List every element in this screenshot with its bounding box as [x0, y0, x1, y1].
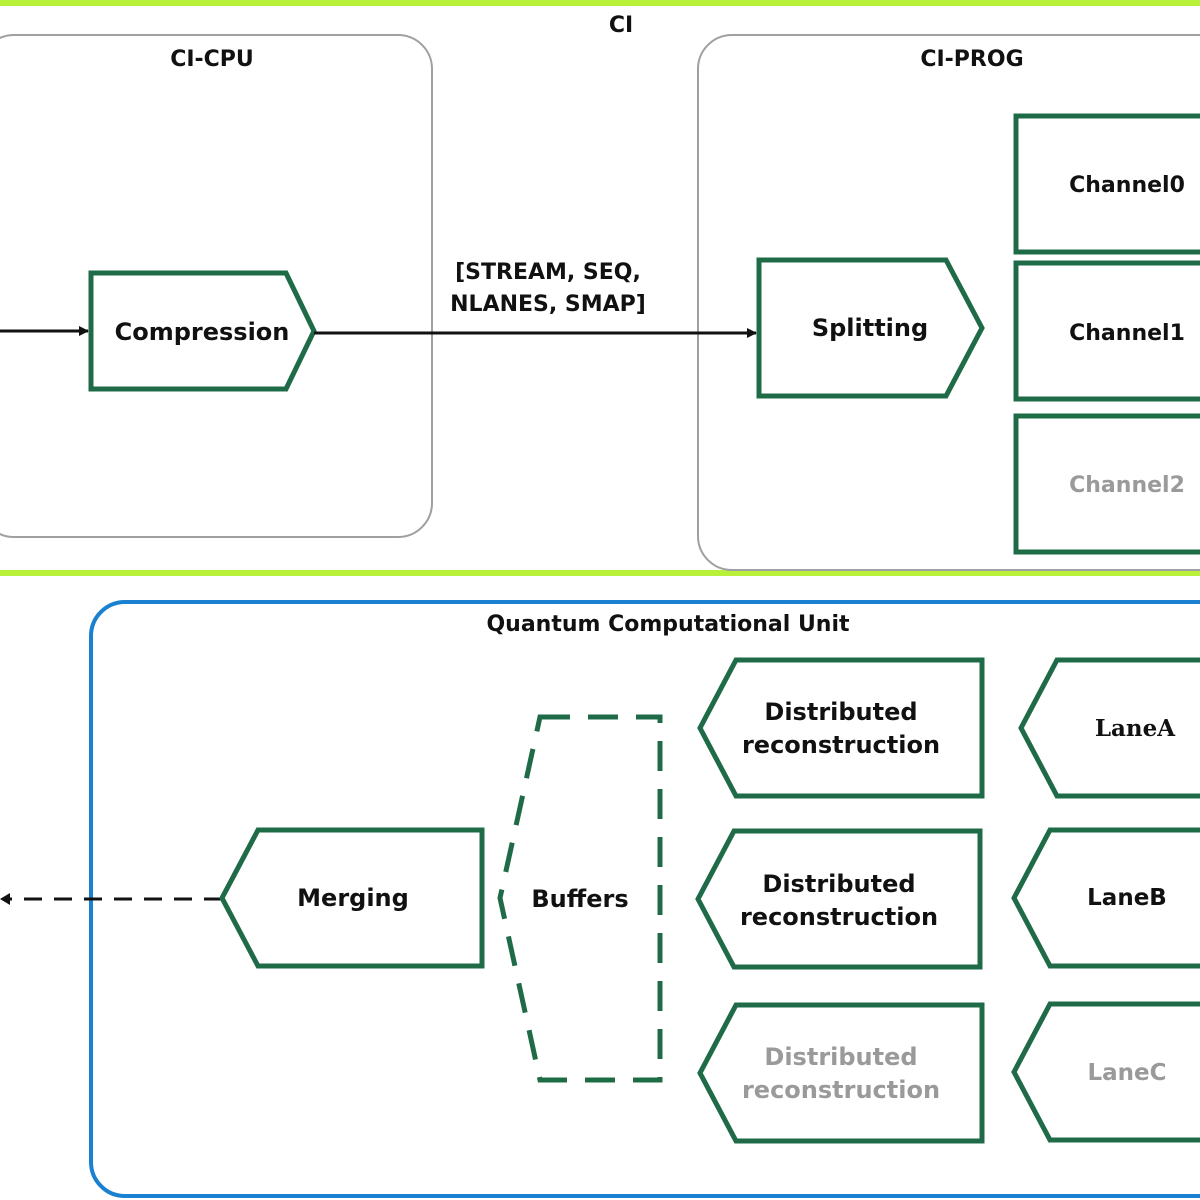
channel-1-label: Channel1	[1069, 321, 1185, 346]
output-arrowhead	[0, 893, 10, 905]
ci-prog-title: CI-PROG	[920, 47, 1023, 72]
reconstruction-1-line2: reconstruction	[740, 903, 938, 931]
channel-0[interactable]: Channel0	[1013, 113, 1200, 255]
merging-node[interactable]: Merging	[219, 827, 485, 969]
reconstruction-node-0[interactable]: Distributed reconstruction	[697, 657, 985, 799]
reconstruction-2-line1: Distributed	[764, 1043, 917, 1071]
ci-title: CI	[609, 13, 633, 38]
compression-label: Compression	[115, 318, 290, 346]
lane-c[interactable]: LaneC	[1011, 1001, 1200, 1143]
reconstruction-node-1[interactable]: Distributed reconstruction	[695, 828, 983, 970]
lane-a-label: LaneA	[1095, 715, 1176, 742]
reconstruction-2-line2: reconstruction	[742, 1076, 940, 1104]
buffers-label: Buffers	[531, 885, 628, 913]
reconstruction-1-line1: Distributed	[762, 870, 915, 898]
lane-a[interactable]: LaneA	[1018, 657, 1200, 799]
lane-b[interactable]: LaneB	[1011, 827, 1200, 969]
channel-0-label: Channel0	[1069, 173, 1185, 198]
qcu-title: Quantum Computational Unit	[486, 612, 850, 637]
ci-cpu-title: CI-CPU	[170, 47, 254, 72]
channel-2-label: Channel2	[1069, 473, 1185, 498]
reconstruction-0-line1: Distributed	[764, 698, 917, 726]
reconstruction-0-line2: reconstruction	[742, 731, 940, 759]
reconstruction-node-2[interactable]: Distributed reconstruction	[697, 1002, 985, 1144]
edge-label-line2: NLANES, SMAP]	[450, 292, 646, 317]
splitting-node[interactable]: Splitting	[756, 257, 985, 399]
splitting-label: Splitting	[812, 314, 928, 342]
ci-cpu-container: CI-CPU	[0, 34, 433, 538]
buffers-node[interactable]: Buffers	[497, 714, 663, 1083]
merging-label: Merging	[297, 884, 409, 912]
channel-2[interactable]: Channel2	[1013, 413, 1200, 555]
channel-1[interactable]: Channel1	[1013, 260, 1200, 402]
compression-node[interactable]: Compression	[88, 270, 317, 392]
ci-prog-container: CI-PROG	[697, 34, 1200, 571]
lane-c-label: LaneC	[1087, 1060, 1166, 1086]
edge-label-line1: [STREAM, SEQ,	[455, 260, 641, 285]
lane-b-label: LaneB	[1087, 885, 1167, 911]
